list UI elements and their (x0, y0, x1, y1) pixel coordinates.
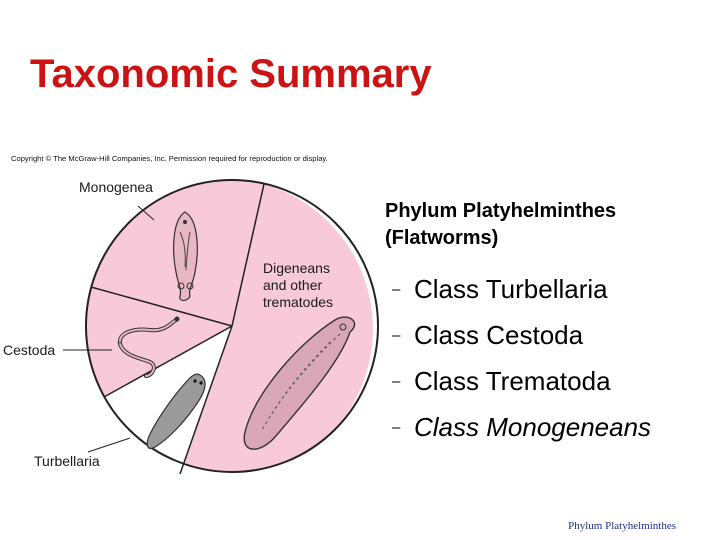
planarian-illustration (146, 373, 206, 450)
divider-line (179, 325, 233, 475)
pie-diagram-graphic (63, 179, 379, 475)
pie-segment-cestoda (86, 287, 232, 397)
bullet-dash: – (392, 280, 401, 298)
copyright-notice: Copyright © The McGraw-Hill Companies, I… (11, 154, 328, 163)
phylum-heading: Phylum Platyhelminthes (Flatworms) (385, 198, 616, 252)
class-label: Class Monogeneans (414, 411, 652, 442)
phylum-common-name: (Flatworms) (385, 227, 499, 249)
label-cestoda: Cestoda (3, 342, 56, 358)
phylum-name: Phylum Platyhelminthes (385, 200, 617, 222)
leader-line (137, 205, 155, 221)
label-turbellaria: Turbellaria (34, 453, 100, 469)
bullet-dash: – (392, 326, 401, 344)
leader-line (87, 437, 131, 453)
slide-footer: Phylum Platyhelminthes (568, 520, 676, 532)
label-digeneans-line: trematodes (263, 294, 334, 310)
class-label: Class Turbellaria (414, 273, 608, 304)
divider-line (231, 183, 265, 327)
label-digeneans-line: Digeneans (263, 260, 330, 276)
slide-title: Taxonomic Summary (30, 52, 432, 96)
pie-outline (85, 179, 379, 473)
class-list-item: – Class Trematoda (392, 358, 651, 404)
divider-line (103, 325, 233, 398)
monogenean-worm-illustration (173, 211, 198, 302)
label-digeneans-line: and other (263, 277, 323, 293)
class-list-item: – Class Monogeneans (392, 404, 651, 450)
class-list-item: – Class Turbellaria (392, 266, 651, 312)
tapeworm-illustration (117, 316, 180, 378)
bullet-dash: – (392, 372, 401, 390)
divider-line (90, 286, 233, 327)
label-monogenea: Monogenea (79, 179, 153, 195)
class-list-item: – Class Cestoda (392, 312, 651, 358)
pie-segment-digeneans (180, 184, 373, 472)
class-label: Class Cestoda (414, 319, 584, 350)
class-list: – Class Turbellaria – Class Cestoda – Cl… (392, 266, 651, 450)
class-label: Class Trematoda (414, 365, 611, 396)
bullet-dash: – (392, 418, 401, 436)
label-digeneans: Digeneans and other trematodes (263, 260, 333, 311)
flatworm-pie-diagram: Monogenea Digeneans and other trematodes… (0, 162, 380, 492)
digenean-fluke-illustration (243, 316, 356, 450)
